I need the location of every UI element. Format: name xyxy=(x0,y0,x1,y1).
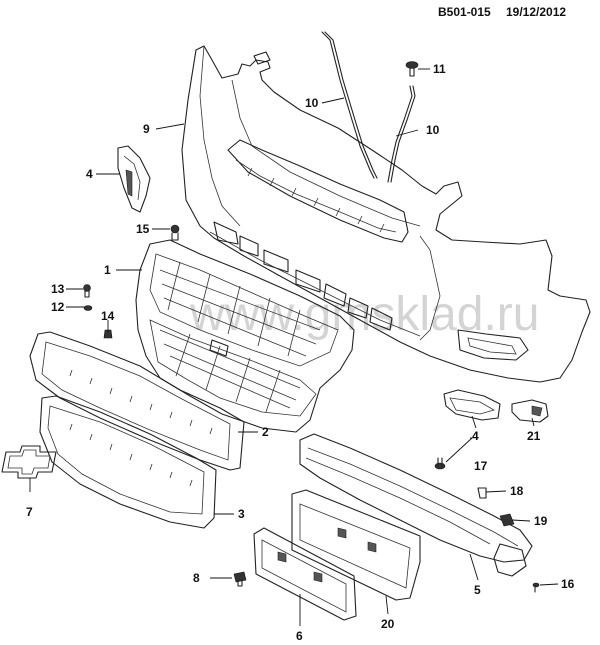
clip-18 xyxy=(477,487,487,499)
callout-10-left: 10 xyxy=(305,96,319,110)
bolt-8 xyxy=(233,571,247,587)
diagram-code: B501-015 xyxy=(438,5,491,19)
callout-20: 20 xyxy=(381,617,395,631)
callout-17: 17 xyxy=(474,459,488,473)
upper-grille xyxy=(135,239,355,433)
callout-13: 13 xyxy=(51,282,65,296)
callout-16: 16 xyxy=(561,577,575,591)
fastener-14 xyxy=(103,329,113,339)
clip-15 xyxy=(170,224,180,241)
bezel-21 xyxy=(511,399,549,423)
diagram-date: 19/12/2012 xyxy=(506,5,566,19)
callout-4-right: 4 xyxy=(472,429,479,443)
callout-11: 11 xyxy=(433,62,446,76)
bumper-fascia xyxy=(181,45,591,383)
callout-18: 18 xyxy=(510,484,524,498)
callout-8: 8 xyxy=(193,571,200,585)
clip-17 xyxy=(434,457,446,470)
callout-2: 2 xyxy=(262,425,269,439)
grille-surround-2 xyxy=(29,331,245,471)
grille-surround-3 xyxy=(39,395,217,529)
absorber-beam-5 xyxy=(299,433,533,577)
callout-7: 7 xyxy=(26,505,33,519)
bezel-4-right xyxy=(443,389,501,421)
emblem-7 xyxy=(1,445,57,479)
support-rods xyxy=(321,31,416,183)
fastener-12 xyxy=(83,305,93,311)
callout-5: 5 xyxy=(474,583,481,597)
callout-21: 21 xyxy=(527,429,541,443)
callout-3: 3 xyxy=(238,507,245,521)
fastener-13 xyxy=(83,284,91,298)
clip-16 xyxy=(532,582,540,593)
screw-11 xyxy=(405,61,419,77)
callout-15: 15 xyxy=(136,222,150,236)
watermark: www.gmsklad.ru xyxy=(189,288,539,341)
callout-1: 1 xyxy=(104,263,111,277)
callout-4-left: 4 xyxy=(86,167,93,181)
callout-9: 9 xyxy=(143,122,150,136)
plate-bracket-6 xyxy=(253,527,357,621)
callout-12: 12 xyxy=(51,300,65,314)
leader-lines xyxy=(29,68,559,626)
callout-14: 14 xyxy=(101,309,115,323)
plate-bracket-20 xyxy=(291,489,421,601)
callout-10-right: 10 xyxy=(426,123,440,137)
callout-19: 19 xyxy=(534,514,548,528)
bracket-4-left xyxy=(117,145,151,213)
clip-19 xyxy=(499,513,515,527)
callout-labels: 9 10 10 11 4 15 1 13 12 14 2 3 7 4 21 17… xyxy=(26,62,575,643)
callout-6: 6 xyxy=(296,629,303,643)
